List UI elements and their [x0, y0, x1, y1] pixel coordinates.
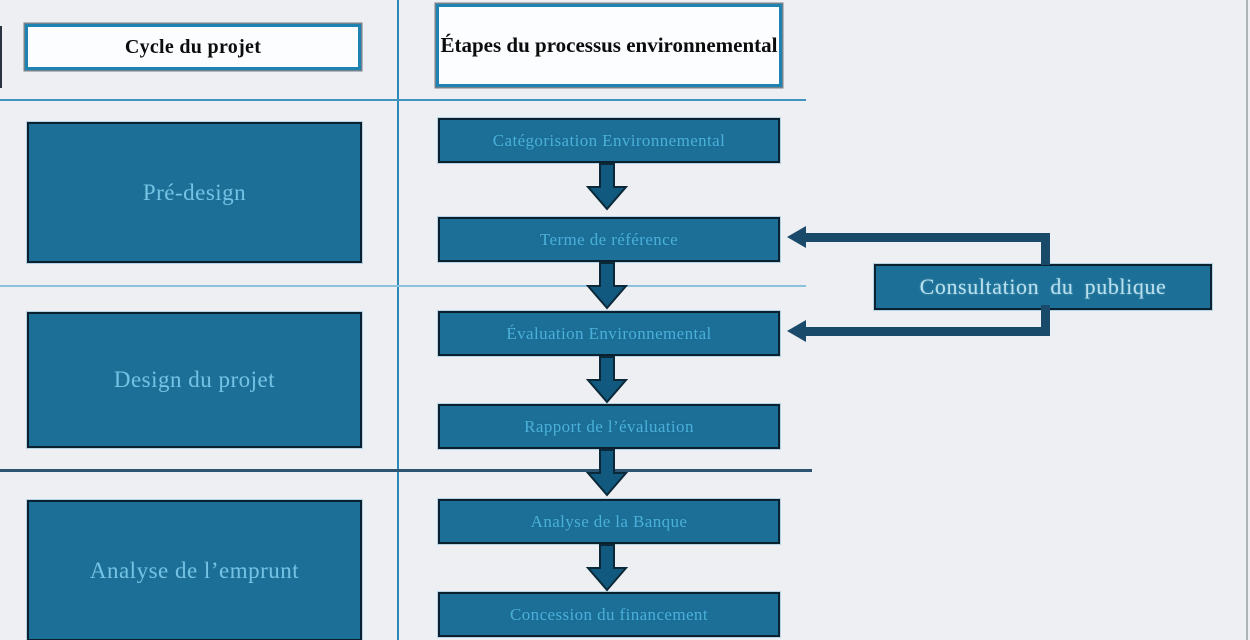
- scan-edge-mark: [0, 26, 2, 88]
- step-label-rapport: Rapport de l’évaluation: [524, 416, 694, 436]
- header-cycle-du-projet-label: Cycle du projet: [124, 35, 262, 58]
- connector-top-vertical: [1041, 233, 1050, 265]
- step-box-concession: Concession du financement: [438, 592, 780, 637]
- step-label-concession: Concession du financement: [510, 604, 708, 624]
- down-arrow-icon: [585, 449, 629, 497]
- connector-top-horizontal: [804, 233, 1050, 242]
- side-box-consultation-label: Consultation du publique: [919, 274, 1167, 299]
- stage-box-design-du-projet: Design du projet: [27, 312, 362, 448]
- phase-divider-top: [0, 99, 806, 101]
- stage-label-pre-design: Pré-design: [142, 179, 247, 205]
- step-box-categorisation: Catégorisation Environnemental: [438, 118, 780, 163]
- step-label-analyse-banque: Analyse de la Banque: [530, 511, 688, 531]
- step-box-rapport: Rapport de l’évaluation: [438, 404, 780, 449]
- connector-bottom-horizontal: [804, 327, 1050, 336]
- connector-bottom-vertical: [1041, 305, 1050, 332]
- step-box-terme-de-reference: Terme de référence: [438, 217, 780, 262]
- header-etapes-processus-label: Étapes du processus environnemental: [440, 33, 778, 58]
- step-box-analyse-banque: Analyse de la Banque: [438, 499, 780, 544]
- down-arrow-icon: [585, 262, 629, 310]
- side-box-consultation: Consultation du publique: [874, 264, 1212, 310]
- scan-edge-line: [1246, 0, 1248, 640]
- stage-box-analyse-emprunt: Analyse de l’emprunt: [27, 500, 362, 640]
- phase-divider-middle: [0, 285, 806, 287]
- header-etapes-processus: Étapes du processus environnemental: [436, 4, 782, 87]
- left-arrow-icon: [787, 226, 806, 248]
- header-cycle-du-projet: Cycle du projet: [25, 24, 361, 70]
- step-label-terme-de-reference: Terme de référence: [539, 229, 679, 249]
- column-divider-line: [397, 0, 399, 640]
- stage-label-design-du-projet: Design du projet: [113, 367, 276, 392]
- step-box-evaluation: Évaluation Environnemental: [438, 311, 780, 356]
- down-arrow-icon: [585, 356, 629, 404]
- down-arrow-icon: [585, 163, 629, 211]
- stage-label-analyse-emprunt: Analyse de l’emprunt: [89, 557, 300, 583]
- stage-box-pre-design: Pré-design: [27, 122, 362, 263]
- left-arrow-icon: [787, 320, 806, 342]
- step-label-categorisation: Catégorisation Environnemental: [492, 130, 726, 150]
- step-label-evaluation: Évaluation Environnemental: [506, 323, 712, 343]
- down-arrow-icon: [585, 544, 629, 592]
- phase-divider-bottom: [0, 469, 812, 472]
